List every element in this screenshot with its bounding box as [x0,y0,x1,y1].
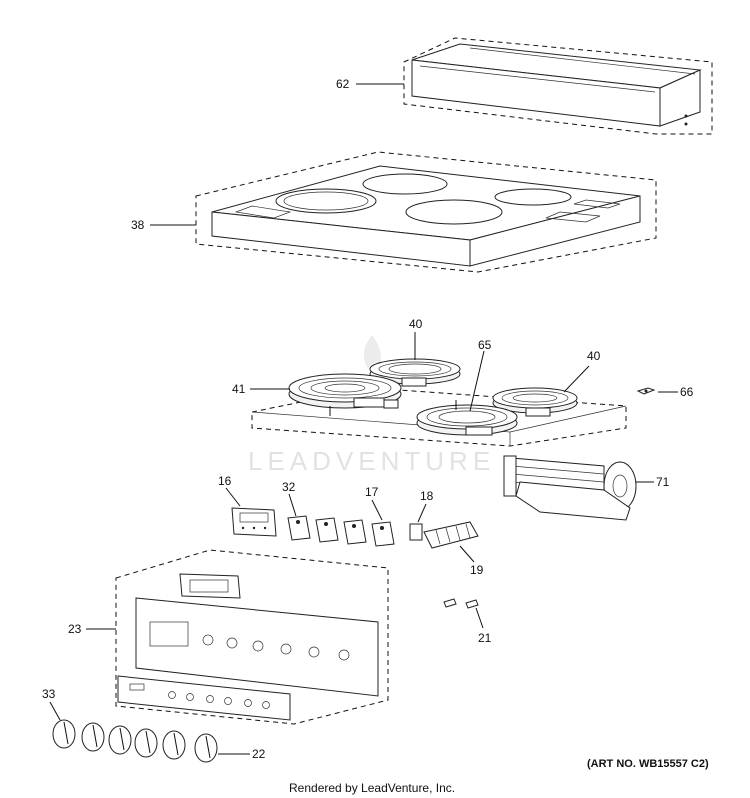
render-credit: Rendered by LeadVenture, Inc. [289,781,455,795]
callout-62: 62 [336,77,350,91]
part-66-clip: 66 [636,385,694,399]
burner-ring-front-left [275,188,377,214]
leader-32 [288,493,297,517]
part-23-control-panel: 23 [68,549,389,725]
callout-17: 17 [365,485,379,499]
knob-3 [108,725,132,755]
switch-2 [315,517,339,543]
group-outline-62 [403,37,713,135]
part-62-trim: 62 [336,37,713,135]
switch-3 [343,519,367,545]
leader-65 [469,350,485,412]
panel-back [135,597,379,697]
part-18-19-terminal: 18 19 [409,489,484,577]
panel-bracket [179,573,241,599]
burner-assembly: 40 65 41 40 [232,317,627,447]
group-outline-38 [195,151,657,273]
callout-40a: 40 [409,317,423,331]
group-outline-23 [115,549,389,725]
callout-66: 66 [680,385,694,399]
leader-40b [563,365,590,393]
part-38-cooktop: 38 [131,151,657,273]
switch-4 [371,521,395,547]
cooktop-side-edge [469,195,641,267]
callout-71: 71 [656,475,670,489]
leadventure-watermark: LEADVENTURE [248,335,495,476]
element-40-right [492,387,578,417]
callout-16: 16 [218,474,232,488]
callout-32: 32 [282,480,296,494]
knob-6 [194,733,218,763]
part-71-blower: 71 [503,455,670,521]
callout-40b: 40 [587,349,601,363]
terminal-block-19 [423,521,479,549]
knob-2 [81,722,105,752]
leader-16 [225,487,241,507]
watermark-text: LEADVENTURE [248,446,495,476]
art-number: (ART NO. WB15557 C2) [587,758,709,770]
burner-ring-front-right [405,199,503,225]
leader-17 [371,499,383,521]
burner-ring-rear-left [362,173,448,195]
part-16-timer: 16 [218,474,277,537]
part-33-22-knobs: 33 22 [42,687,266,763]
leader-19 [459,545,475,563]
leader-33 [49,701,61,721]
panel-front [117,675,291,721]
element-65-front [416,400,518,436]
element-40-rear-left [369,358,461,387]
knob-1 [52,719,76,749]
callout-21: 21 [478,631,492,645]
leader-21 [475,607,484,629]
callout-33: 33 [42,687,56,701]
callout-19: 19 [470,563,484,577]
trim-end [659,69,701,127]
callout-65: 65 [478,338,492,352]
knob-4 [134,728,158,758]
indicator-light-18 [409,523,423,541]
callout-23: 23 [68,622,82,636]
knob-5 [162,730,186,760]
callout-22: 22 [252,747,266,761]
switch-1 [287,515,311,541]
part-21-pins: 21 [443,598,492,645]
element-41-left [288,373,402,416]
callout-18: 18 [420,489,434,503]
callout-41: 41 [232,382,246,396]
callout-38: 38 [131,218,145,232]
part-32-17-switches: 32 17 [282,480,395,547]
burner-ring-rear-right [494,188,572,206]
leader-18 [417,503,427,523]
